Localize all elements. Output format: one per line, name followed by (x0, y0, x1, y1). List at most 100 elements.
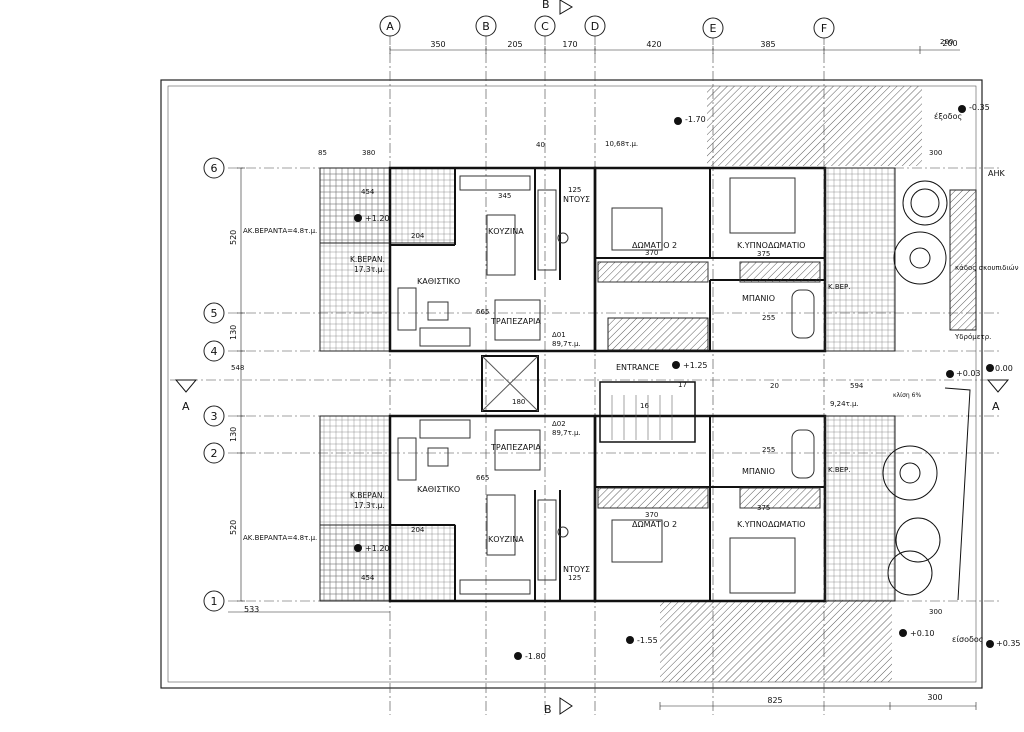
grid-bubble-e: E (702, 17, 724, 39)
hatched-driveway-top (707, 86, 922, 166)
section-marker-b-bottom: B (544, 697, 573, 716)
unit-top: ΚΟΥΖΙΝΑ ΚΑΘΙΣΤΙΚΟ ΤΡΑΠΕΖΑΡΙΑ ΝΤΟΥΣ ΔΩΜΑΤ… (243, 166, 896, 353)
entry-label: είσοδος (952, 635, 983, 644)
right-veranda-label-top: Κ.ΒΕΡ. (828, 283, 851, 291)
grid-bubble-b: B (475, 15, 497, 37)
grid-bubble-5: 5 (203, 302, 225, 324)
covered-veranda-area-top: 17.3τ.μ. (354, 265, 385, 274)
kitchen-island-top (486, 214, 516, 276)
dim-350: 350 (430, 40, 445, 49)
grid-bubble-4: 4 (203, 340, 225, 362)
grid-row-bubbles: 6 5 4 3 2 1 (203, 157, 225, 612)
svg-text:548: 548 (231, 364, 244, 372)
svg-text:A: A (992, 400, 1000, 413)
stair-core (599, 381, 696, 443)
master-bed-top (729, 177, 796, 234)
site-boundary (160, 79, 983, 689)
exit-label: έξοδος (934, 111, 962, 121)
svg-text:1: 1 (211, 595, 218, 608)
svg-text:300: 300 (929, 608, 942, 616)
unit-bottom: ΚΟΥΖΙΝΑ ΚΑΘΙΣΤΙΚΟ ΤΡΑΠΕΖΑΡΙΑ ΝΤΟΥΣ ΔΩΜΑΤ… (243, 414, 896, 603)
living-label-top: ΚΑΘΙΣΤΙΚΟ (417, 277, 460, 286)
svg-text:-1.70: -1.70 (685, 115, 706, 124)
svg-text:380: 380 (362, 149, 375, 157)
svg-text:A: A (386, 20, 394, 33)
svg-text:345: 345 (498, 192, 511, 200)
svg-text:85: 85 (318, 149, 327, 157)
top-dimension-chain (389, 46, 960, 54)
bathtub-bottom (791, 429, 815, 479)
svg-text:+0.35: +0.35 (996, 639, 1021, 648)
svg-text:F: F (821, 22, 827, 35)
dim-16: 16 (640, 402, 649, 410)
dim-825: 825 (767, 696, 782, 705)
ramp-slope-label: κλίση 6% (893, 392, 921, 399)
unit-area-top: 89,7τ.μ. (552, 340, 581, 348)
svg-text:6: 6 (211, 162, 218, 175)
dining-table-bottom (494, 429, 541, 471)
grid-bubble-1: 1 (203, 590, 225, 612)
svg-text:594: 594 (850, 382, 864, 390)
bath-label-top: ΜΠΑΝΙΟ (742, 294, 775, 303)
hatched-driveway-bottom (660, 600, 892, 682)
bins-label: κάδος σκουπιδιών (955, 264, 1019, 272)
grid-column-bubbles: A B C D E F (379, 15, 835, 39)
ahk-label: AHK (988, 169, 1005, 178)
bath-label-bottom: ΜΠΑΝΙΟ (742, 467, 775, 476)
svg-text:5: 5 (211, 307, 218, 320)
svg-text:+0.10: +0.10 (910, 629, 935, 638)
dim-533: 533 (244, 605, 259, 614)
living-label-bottom: ΚΑΘΙΣΤΙΚΟ (417, 485, 460, 494)
tree-symbols (882, 180, 948, 596)
dim-200: 200 (942, 39, 957, 48)
covered-veranda-label-bottom: Κ.ΒΕΡΑΝ. (350, 491, 385, 500)
svg-text:-0.35: -0.35 (969, 103, 990, 112)
svg-text:+1.25: +1.25 (683, 361, 708, 370)
svg-text:0.00: 0.00 (995, 364, 1013, 373)
svg-text:4: 4 (211, 345, 218, 358)
svg-text:454: 454 (361, 188, 375, 196)
svg-text:255: 255 (762, 446, 775, 454)
svg-text:255: 255 (762, 314, 775, 322)
svg-text:C: C (541, 20, 549, 33)
dim-130-top: 130 (229, 325, 238, 340)
open-veranda-label-top: ΑΚ.ΒΕΡΑΝΤΑ=4.8τ.μ. (243, 227, 317, 235)
svg-text:20: 20 (770, 382, 779, 390)
svg-text:300: 300 (929, 149, 942, 157)
svg-text:370: 370 (645, 511, 658, 519)
dim-130-bottom: 130 (229, 427, 238, 442)
dim-205: 205 (507, 40, 522, 49)
grid-bubble-c: C (534, 15, 556, 37)
svg-text:+1.20: +1.20 (365, 214, 390, 223)
svg-text:2: 2 (211, 447, 218, 460)
kitchen-label-bottom: ΚΟΥΖΙΝΑ (488, 535, 524, 544)
svg-text:375: 375 (757, 504, 770, 512)
svg-text:204: 204 (411, 232, 425, 240)
svg-text:375: 375 (757, 250, 770, 258)
open-veranda-label-bottom: ΑΚ.ΒΕΡΑΝΤΑ=4.8τ.μ. (243, 534, 317, 542)
dim-520-top: 520 (229, 230, 238, 245)
dim-420: 420 (646, 40, 661, 49)
grid-bubble-f: F (813, 17, 835, 39)
bedroom2-label-bottom: ΔΩΜΑΤΙΟ 2 (632, 520, 677, 529)
bedroom2-label-top: ΔΩΜΑΤΙΟ 2 (632, 241, 677, 250)
grid-bubble-a: A (379, 15, 401, 37)
section-marker-a-left: A (174, 379, 198, 413)
svg-text:665: 665 (476, 474, 489, 482)
grid-bubble-3: 3 (203, 405, 225, 427)
unit-id-bottom: Δ02 (552, 420, 566, 428)
master-bed-bottom (729, 537, 796, 594)
grid-bubble-6: 6 (203, 157, 225, 179)
kitchen-label-top: ΚΟΥΖΙΝΑ (488, 227, 524, 236)
svg-text:665: 665 (476, 308, 489, 316)
svg-text:125: 125 (568, 186, 581, 194)
kitchen-island-bottom (486, 494, 516, 556)
section-marker-b-top: B (542, 0, 573, 15)
unit-area-bottom: 89,7τ.μ. (552, 429, 581, 437)
wc-label-top: ΝΤΟΥΣ (563, 195, 590, 204)
svg-text:B: B (482, 20, 490, 33)
dim-300: 300 (927, 693, 942, 702)
master-bedroom-label-bottom: Κ.ΥΠΝΟΔΩΜΑΤΙΟ (737, 520, 805, 529)
dim-385: 385 (760, 40, 775, 49)
